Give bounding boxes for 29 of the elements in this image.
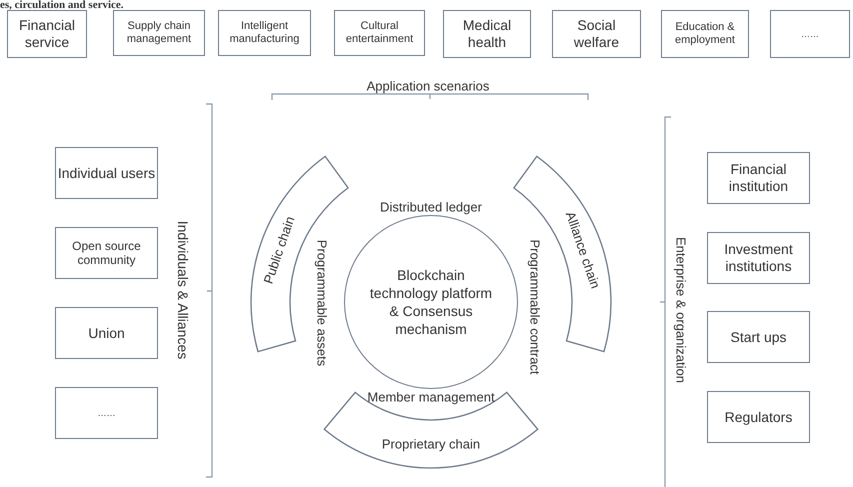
group-heading: Application scenarios <box>366 80 490 92</box>
band-label: Alliance chain <box>564 210 602 290</box>
category-box: Intelligent manufacturing <box>218 10 311 56</box>
category-box: Regulators <box>707 391 810 443</box>
category-box: Investment institutions <box>707 232 810 284</box>
category-box: …… <box>770 10 850 58</box>
category-box: Medical health <box>443 10 531 58</box>
category-box: Social welfare <box>552 10 641 58</box>
core-circle: Blockchain technology platform & Consensus mechanism <box>344 215 518 389</box>
band-label: Proprietary chain <box>382 438 480 450</box>
category-box: Cultural entertainment <box>334 10 425 56</box>
group-heading: Individuals & Alliances <box>176 220 190 360</box>
category-box: Start ups <box>707 311 810 363</box>
category-box: Financial institution <box>707 152 810 204</box>
category-box: Supply chain management <box>113 10 205 56</box>
layer-label: Member management <box>367 390 495 404</box>
category-box: …… <box>55 387 158 439</box>
layer-label: Programmable assets <box>316 240 328 366</box>
sentence-fragment: es, circulation and service. <box>0 0 124 11</box>
category-box: Individual users <box>55 147 158 199</box>
category-box: Open source community <box>55 227 158 279</box>
layer-label: Distributed ledger <box>380 200 482 214</box>
group-heading: Enterprise & organization <box>674 237 688 383</box>
category-box: Education & employment <box>661 10 749 58</box>
category-box: Union <box>55 307 158 359</box>
layer-label: Programmable contract <box>528 239 542 375</box>
arc-band <box>324 392 538 468</box>
category-box: Financial service <box>7 10 87 58</box>
band-label: Public chain <box>262 214 297 285</box>
